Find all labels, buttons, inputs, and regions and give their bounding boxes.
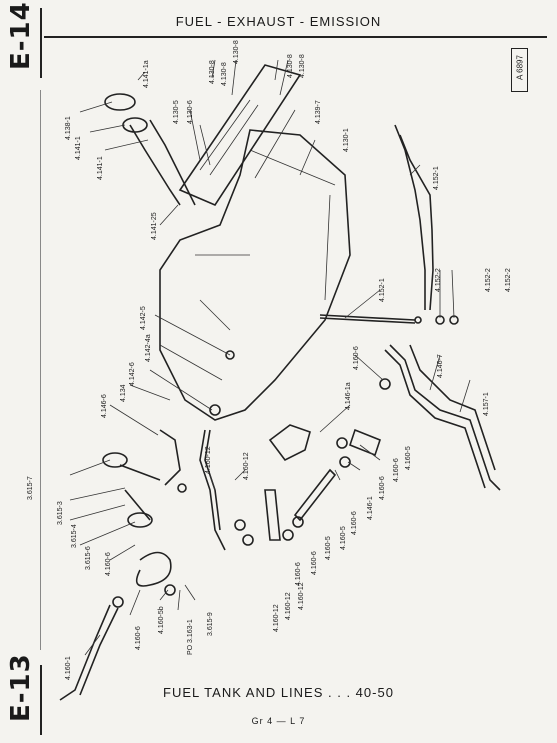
hose-clamp [209, 404, 221, 416]
callout-label: 4.160-6 [351, 511, 358, 535]
vent-hose [349, 428, 381, 457]
callout-label: 4.160-12 [205, 446, 212, 474]
flex-hose [264, 489, 281, 541]
callout-label: 3.615-7 [27, 476, 34, 500]
callout-label: 4.146-1a [345, 382, 352, 410]
fuel-tank [159, 129, 351, 421]
callout-label: 4.142-5 [140, 306, 147, 330]
callout-label: 4.160-6 [295, 562, 302, 586]
margin-rule-mid [40, 90, 41, 650]
hose-clamp [379, 378, 391, 390]
fuel-sender [119, 429, 181, 521]
callout-label: 4.160-12 [273, 604, 280, 632]
reference-box: A 6897 [511, 48, 528, 92]
fuel-line-main [384, 344, 501, 491]
callout-label: 4.160-6 [311, 551, 318, 575]
drain-plug [177, 483, 187, 493]
hose-clamp [242, 534, 254, 546]
hose-clamp [336, 437, 348, 449]
fuel-line-front [409, 344, 496, 471]
callout-label: 4.160-5b [158, 606, 165, 634]
diagram-caption: FUEL TANK AND LINES . . . 40-50 [163, 685, 394, 700]
callout-label: 4.141-1 [97, 156, 104, 180]
callout-label: 4.160-6 [379, 476, 386, 500]
callout-label: 4.139-7 [315, 100, 322, 124]
callout-label: 4.152-1 [433, 166, 440, 190]
callout-label: 4.152-2 [435, 268, 442, 292]
callout-label: 4.138-1 [65, 116, 72, 140]
callout-label: 4.130-1 [343, 128, 350, 152]
callout-label: 4.141-1a [143, 60, 150, 88]
callout-label: 4.130-8 [221, 62, 228, 86]
callout-label: 4.160-5 [405, 446, 412, 470]
callout-label: 4.142-4a [145, 334, 152, 362]
hose-clamp [164, 584, 176, 596]
hose-clamp [282, 529, 294, 541]
callout-label: 4.146-1 [367, 496, 374, 520]
callout-label: 4.160-6 [135, 626, 142, 650]
callout-label: 4.152-2 [505, 268, 512, 292]
callout-label: 4.160-1 [65, 656, 72, 680]
filler-cap [104, 93, 136, 111]
callout-label: 4.141-25 [151, 212, 158, 240]
callout-label: 4.134 [120, 384, 127, 402]
margin-rule-top [40, 8, 42, 78]
callout-label: 4.130-8 [287, 54, 294, 78]
page-reference: Gr 4 — L 7 [251, 716, 306, 726]
strap-nut [414, 316, 422, 324]
hose-clamp [225, 350, 235, 360]
callout-label: 4.146-6 [101, 394, 108, 418]
callout-label: 4.130-5 [173, 100, 180, 124]
callout-label: 4.130-8 [299, 54, 306, 78]
leader-lines [69, 59, 471, 656]
callout-label: 4.160-12 [243, 452, 250, 480]
callout-label: PO 3.163-1 [187, 619, 194, 655]
callout-label: 4.160-12 [298, 582, 305, 610]
hose-clamp [112, 596, 124, 608]
return-line [59, 604, 119, 701]
callout-label: 4.146-7 [437, 354, 444, 378]
callout-label: 4.160-6 [393, 458, 400, 482]
hose-clamp [234, 519, 246, 531]
connector-hose [293, 468, 337, 522]
callout-label: 3.615-3 [57, 501, 64, 525]
callout-label: 4.152-2 [485, 268, 492, 292]
loop-hose [135, 551, 172, 587]
callout-label: 4.157-1 [483, 392, 490, 416]
filler-seal [122, 117, 148, 133]
callout-label: 4.160-6 [353, 346, 360, 370]
filler-bracket [178, 64, 302, 206]
callout-label: 3.615-9 [207, 612, 214, 636]
sender-gasket [102, 452, 128, 468]
callout-label: 4.160-5 [325, 536, 332, 560]
callout-label: 4.130-6 [187, 100, 194, 124]
supply-hose [199, 429, 226, 551]
callout-label: 3.615-6 [85, 546, 92, 570]
callout-label: 4.160-5 [340, 526, 347, 550]
callout-label: 4.141-1 [75, 136, 82, 160]
hose-clamp [292, 516, 304, 528]
callout-label: 4.160-6 [105, 552, 112, 576]
vapour-valve [268, 424, 311, 462]
page-header: FUEL - EXHAUST - EMISSION [175, 14, 382, 29]
margin-rule-bottom [40, 665, 42, 735]
callout-label: 4.152-1 [379, 278, 386, 302]
callout-label: 4.160-12 [285, 592, 292, 620]
header-rule [44, 36, 547, 38]
callout-label: 4.130-8 [209, 60, 216, 84]
tank-strap [394, 124, 434, 311]
hose-clamp [339, 456, 351, 468]
callout-label: 3.615-4 [71, 524, 78, 548]
sender-ring [127, 512, 153, 528]
callout-label: 4.142-6 [129, 362, 136, 386]
callout-label: 4.130-8 [233, 40, 240, 64]
